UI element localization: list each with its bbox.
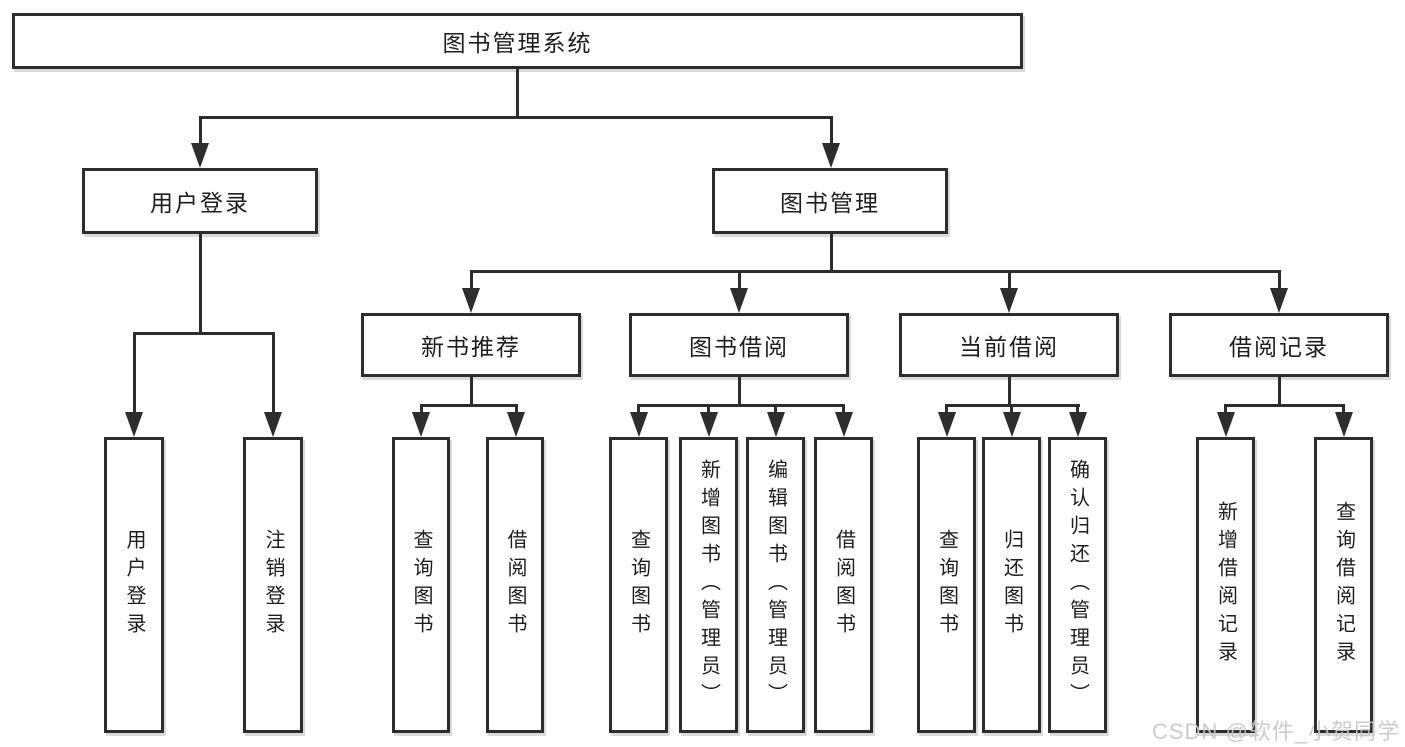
leaf-label: 查询借阅记录 <box>1332 501 1355 669</box>
leaf-user-login: 用户登录 <box>104 437 164 733</box>
connector-line <box>1008 270 1011 290</box>
arrowhead-icon <box>1270 288 1288 313</box>
connector-line <box>1342 404 1345 414</box>
connector-line <box>420 404 423 414</box>
leaf-query-books: 查询图书 <box>917 437 976 733</box>
leaf-borrow-books: 借阅图书 <box>814 437 873 733</box>
arrowhead-icon <box>700 412 718 437</box>
arrowhead-icon <box>125 412 143 437</box>
connector-line <box>637 404 640 414</box>
connector-line <box>738 270 741 290</box>
connector-line <box>199 116 202 147</box>
leaf-label: 借阅图书 <box>504 529 526 641</box>
watermark: CSDN @软件_小贺同学 <box>1152 719 1401 744</box>
connector-line <box>1010 404 1013 414</box>
node-label: 借阅记录 <box>1229 334 1329 360</box>
node-book-borrowing: 图书借阅 <box>629 313 849 377</box>
node-label: 新书推荐 <box>421 334 521 360</box>
arrowhead-icon <box>1069 412 1087 437</box>
connector-line <box>470 270 473 290</box>
connector-line <box>738 377 741 406</box>
connector-line <box>830 116 833 147</box>
leaf-label: 查询图书 <box>410 529 432 641</box>
leaf-label: 新增图书（管理员） <box>697 459 720 711</box>
connector-line <box>1076 404 1079 414</box>
connector-line <box>470 270 1281 273</box>
leaf-label: 新增借阅记录 <box>1214 501 1237 669</box>
connector-line <box>516 69 519 118</box>
arrowhead-icon <box>730 288 748 313</box>
connector-line <box>1278 270 1281 290</box>
node-current-borrowing: 当前借阅 <box>899 313 1119 377</box>
leaf-return-book: 归还图书 <box>982 437 1041 733</box>
leaf-query-books: 查询图书 <box>609 437 668 733</box>
leaf-confirm-return-admin: 确认归还（管理员） <box>1048 437 1107 733</box>
leaf-label: 编辑图书（管理员） <box>764 459 787 711</box>
leaf-logout: 注销登录 <box>243 437 303 733</box>
node-label: 图书管理 <box>780 190 880 216</box>
arrowhead-icon <box>835 412 853 437</box>
node-label: 用户登录 <box>150 190 250 216</box>
leaf-borrow-books: 借阅图书 <box>486 437 544 733</box>
connector-line <box>945 404 948 414</box>
connector-line <box>1278 377 1281 406</box>
leaf-edit-book-admin: 编辑图书（管理员） <box>746 437 805 733</box>
node-new-book-recommendation: 新书推荐 <box>361 313 581 377</box>
connector-line <box>637 404 845 407</box>
leaf-query-books: 查询图书 <box>392 437 450 733</box>
node-library-management-system: 图书管理系统 <box>12 13 1023 69</box>
connector-line <box>1224 404 1227 414</box>
node-user-login: 用户登录 <box>82 168 318 234</box>
leaf-query-borrow-record: 查询借阅记录 <box>1314 437 1373 733</box>
connector-line <box>272 332 275 414</box>
arrowhead-icon <box>462 288 480 313</box>
arrowhead-icon <box>412 412 430 437</box>
connector-line <box>199 234 202 334</box>
arrowhead-icon <box>630 412 648 437</box>
leaf-add-borrow-record: 新增借阅记录 <box>1196 437 1255 733</box>
leaf-label: 用户登录 <box>123 529 145 641</box>
leaf-label: 查询图书 <box>627 529 650 641</box>
connector-line <box>133 332 136 414</box>
arrowhead-icon <box>1217 412 1235 437</box>
arrowhead-icon <box>507 412 525 437</box>
connector-line <box>1008 377 1011 406</box>
arrowhead-icon <box>264 412 282 437</box>
arrowhead-icon <box>822 143 840 168</box>
connector-line <box>420 404 518 407</box>
node-book-management: 图书管理 <box>712 168 948 234</box>
arrowhead-icon <box>1335 412 1353 437</box>
arrowhead-icon <box>938 412 956 437</box>
arrowhead-icon <box>1000 288 1018 313</box>
leaf-label: 确认归还（管理员） <box>1066 459 1089 711</box>
connector-line <box>707 404 710 414</box>
connector-line <box>515 404 518 414</box>
connector-line <box>830 234 833 272</box>
arrowhead-icon <box>767 412 785 437</box>
node-label: 图书借阅 <box>689 334 789 360</box>
connector-line <box>774 404 777 414</box>
arrowhead-icon <box>1003 412 1021 437</box>
connector-line <box>133 332 275 335</box>
connector-line <box>1224 404 1345 407</box>
node-borrowing-records: 借阅记录 <box>1169 313 1389 377</box>
connector-line <box>199 116 833 119</box>
leaf-label: 查询图书 <box>935 529 958 641</box>
leaf-label: 注销登录 <box>262 529 284 641</box>
connector-line <box>842 404 845 414</box>
leaf-label: 借阅图书 <box>832 529 855 641</box>
leaf-label: 归还图书 <box>1000 529 1023 641</box>
leaf-add-book-admin: 新增图书（管理员） <box>679 437 738 733</box>
node-label: 图书管理系统 <box>442 30 593 56</box>
connector-line <box>470 377 473 406</box>
arrowhead-icon <box>191 143 209 168</box>
node-label: 当前借阅 <box>959 334 1059 360</box>
